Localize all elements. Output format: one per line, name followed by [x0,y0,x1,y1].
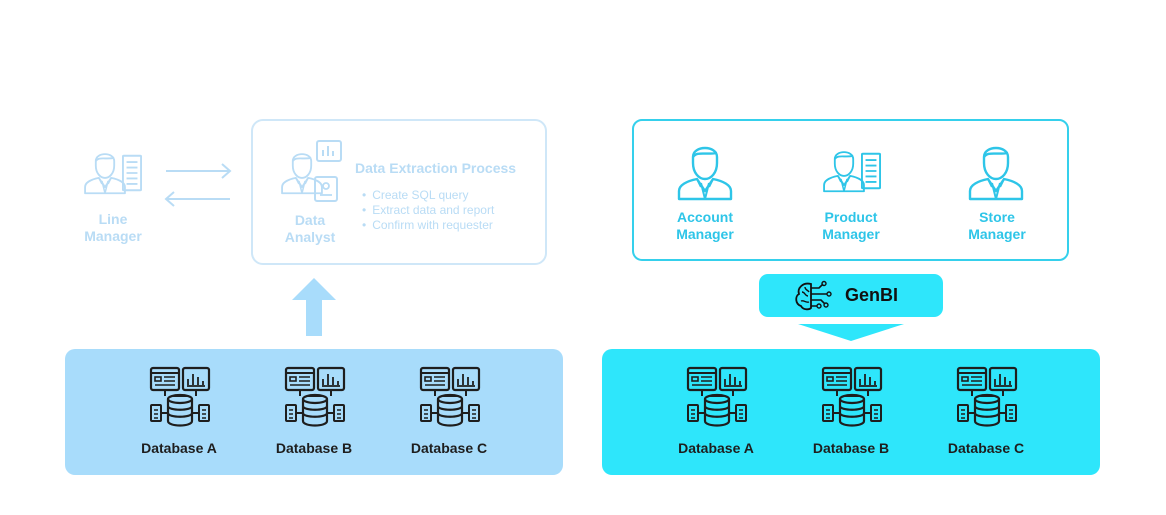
account-manager-label: Account Manager [676,209,734,242]
database-label: Database C [410,440,488,456]
database-label: Database B [812,440,890,456]
data-analyst-label: Data Analyst [284,212,336,245]
database-label: Database A [141,440,217,456]
line-manager-icon [83,152,142,195]
step-item: Extract data and report [362,203,494,218]
database-icon [284,366,346,427]
up-arrow-icon [292,278,336,336]
product-manager-label: Product Manager [822,209,880,242]
database-icon [149,366,211,427]
genbi-label: GenBI [845,285,899,305]
database-label: Database B [275,440,353,456]
database-icon [956,366,1018,427]
database-icon [686,366,748,427]
process-steps: Create SQL query Extract data and report… [362,188,494,233]
step-item: Confirm with requester [362,218,494,233]
database-label: Database A [678,440,754,456]
database-icon [821,366,883,427]
database-icon [419,366,481,427]
exchange-arrows-icon [164,163,232,207]
down-arrow-icon [798,324,904,341]
genbi-badge: GenBI [759,274,943,317]
store-manager-icon [968,146,1024,201]
managers-panel [632,119,1069,261]
process-title: Data Extraction Process [355,160,517,176]
data-analyst-icon [280,140,342,202]
data-extraction-panel [251,119,547,265]
line-manager-label: Line Manager [84,211,142,244]
step-item: Create SQL query [362,188,494,203]
database-label: Database C [947,440,1025,456]
product-manager-icon [822,150,881,193]
store-manager-label: Store Manager [968,209,1026,242]
brain-circuit-icon [795,280,832,311]
account-manager-icon [677,146,733,201]
